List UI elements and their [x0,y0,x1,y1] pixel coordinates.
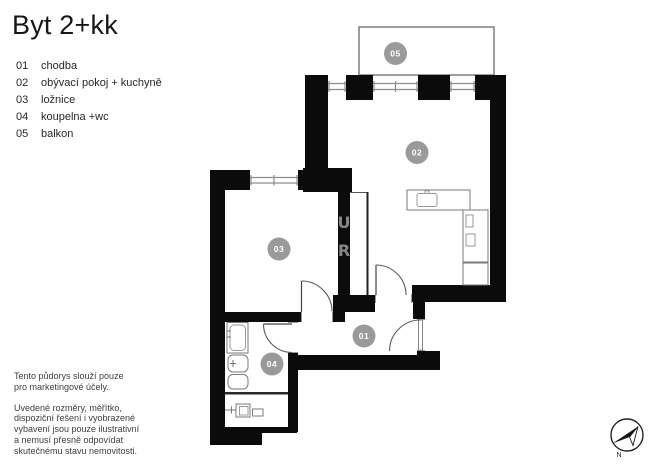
room-badge-04: 04 [260,352,284,376]
legend-item-label: koupelna +wc [41,111,109,123]
entrance-door-panel [418,319,423,351]
fridge [462,262,489,286]
svg-text:03: 03 [274,244,284,254]
door-arc-entrance [388,319,421,352]
legend-item-number: 03 [16,94,29,106]
page-title: Byt 2+kk [12,10,118,40]
room-legend: 01 chodba 02 obývací pokoj + kuchyně 03 … [16,58,162,143]
kitchen-appliance [465,214,474,228]
compass-icon: N [610,418,644,459]
legend-item-label: balkon [41,128,74,140]
doorway-living [375,264,412,303]
legend-item-number: 05 [16,128,29,140]
door-arc-bedroom [301,280,333,312]
legend-item-label: ložnice [41,94,76,106]
svg-text:02: 02 [412,148,422,158]
legend-item-chodba: 01 chodba [16,58,162,75]
legend-item-koupelna: 04 koupelna +wc [16,109,162,126]
window-living-right [450,81,475,92]
legend-item-number: 02 [16,77,29,89]
north-label: N [617,452,622,459]
balcony-outline [358,26,495,76]
washing-machine [225,403,264,418]
svg-text:01: 01 [359,331,369,341]
room-badge-02: 02 [405,141,429,164]
bathtub [226,322,249,354]
doorway-entrance [388,319,425,352]
disclaimer-paragraph-1: Tento půdorys slouží pouze pro marketing… [14,371,124,392]
legend-item-number: 04 [16,111,29,123]
window-living-left [328,81,346,92]
legend-item-label: chodba [41,60,78,72]
laundry-box [252,408,264,417]
room-badge-03: 03 [267,237,291,261]
doorway-bathroom [262,322,298,354]
legend-item-number: 01 [16,60,29,72]
legend-item-balkon: 05 balkon [16,126,162,143]
svg-text:R: R [338,241,350,260]
room-badge-01: 01 [352,324,376,348]
room-badge-05: 05 [384,42,407,65]
kitchen-counter [406,189,489,286]
walls [210,75,506,445]
doorway-bedroom [300,280,333,322]
bathroom-divider-wall [225,392,288,395]
toilet [227,354,249,373]
door-arc-living [375,264,407,296]
disclaimer-paragraph-2: Uvedené rozměry, měřítko, dispoziční řeš… [14,402,140,456]
legend-item-label: obývací pokoj + kuchyně [41,77,162,89]
washbasin [227,374,249,390]
door-arc-bathroom [262,323,293,354]
disclaimer: Tento půdorys slouží pouze pro marketing… [14,371,189,467]
legend-item-obyvaci-pokoj: 02 obývací pokoj + kuchyně [16,75,162,92]
window-bedroom [250,175,298,186]
svg-text:05: 05 [390,49,400,59]
svg-text:U: U [338,213,351,232]
kitchen-oven [465,233,476,247]
window-balcony-door [373,81,418,92]
legend-item-loznice: 03 ložnice [16,92,162,109]
shaft [350,192,369,295]
watermark: U R [338,213,351,260]
svg-text:04: 04 [267,359,277,369]
